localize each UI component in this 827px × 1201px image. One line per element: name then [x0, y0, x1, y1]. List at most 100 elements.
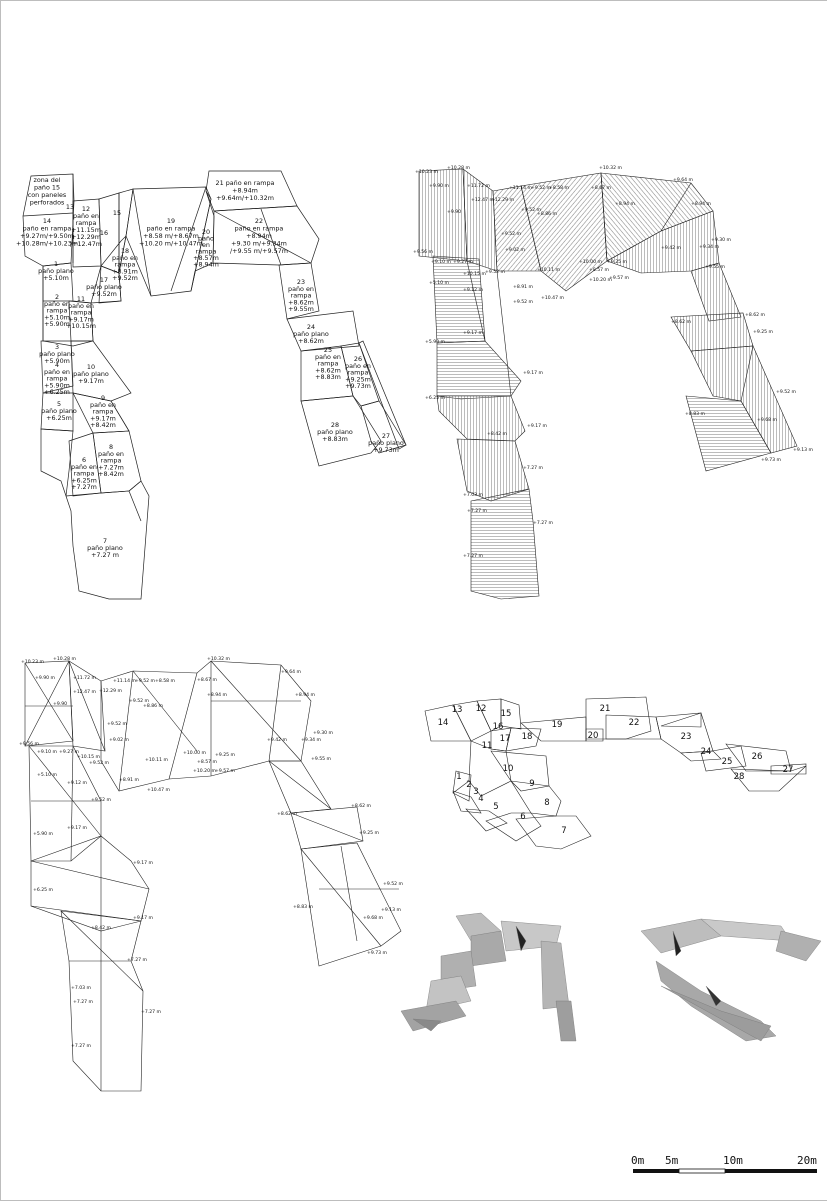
svg-text:+9.10 m: +9.10 m [431, 259, 452, 265]
zone-number: 23 [681, 732, 692, 742]
plan-hatched [418, 168, 798, 600]
svg-text:+8.58 m: +8.58 m [155, 678, 176, 684]
svg-text:+11.72 m: +11.72 m [73, 675, 96, 681]
zone-number: 14 [438, 718, 449, 728]
svg-text:+8.91 m: +8.91 m [119, 777, 140, 783]
svg-text:+7.27 m: +7.27 m [467, 508, 488, 514]
svg-text:+9.52 m: +9.52 m [776, 389, 797, 395]
svg-text:+9.34 m: +9.34 m [699, 244, 720, 250]
svg-text:+9.13 m: +9.13 m [381, 907, 402, 913]
svg-text:+7.03 m: +7.03 m [71, 985, 92, 991]
svg-text:+9.90: +9.90 [447, 209, 461, 215]
zone-number: 26 [752, 752, 763, 762]
svg-text:+6.25 m: +6.25 m [425, 395, 446, 401]
svg-text:+10.32 m: +10.32 m [599, 165, 622, 171]
svg-text:+10.32 m: +10.32 m [207, 656, 230, 662]
svg-text:+10.20 m: +10.20 m [193, 768, 216, 774]
svg-text:+8.83 m: +8.83 m [685, 411, 706, 417]
svg-text:+9.52 m: +9.52 m [531, 185, 552, 191]
svg-text:+9.52 m: +9.52 m [89, 760, 110, 766]
svg-text:+8.62 m: +8.62 m [351, 803, 372, 809]
svg-text:+9.57 m: +9.57 m [609, 275, 630, 281]
svg-text:+12.29 m: +12.29 m [99, 688, 122, 694]
scale-label-5: 5m [665, 1154, 679, 1167]
svg-text:+11.14 m: +11.14 m [509, 185, 532, 191]
scale-label-20: 20m [797, 1154, 817, 1167]
svg-text:+12.47 m: +12.47 m [73, 689, 96, 695]
zone-number: 19 [552, 720, 563, 730]
svg-text:+8.94 m: +8.94 m [207, 692, 228, 698]
zone-number: 3 [473, 787, 478, 797]
svg-text:+9.25 m: +9.25 m [215, 752, 236, 758]
zone-number: 8 [544, 798, 549, 808]
svg-text:+10.15 m: +10.15 m [77, 754, 100, 760]
svg-text:+10.47 m: +10.47 m [147, 787, 170, 793]
zone-number: 22 [629, 718, 640, 728]
svg-text:+8.86 m: +8.86 m [537, 211, 558, 217]
svg-text:+9.42 m: +9.42 m [661, 245, 682, 251]
svg-text:+8.94 m: +8.94 m [691, 201, 712, 207]
svg-text:+9.73 m: +9.73 m [761, 457, 782, 463]
svg-text:+9.64 m: +9.64 m [673, 177, 694, 183]
plan-hatched-levels: +10.23 m +10.28 m +9.90 m +11.72 m +12.4… [413, 165, 814, 559]
svg-text:+5.90 m: +5.90 m [33, 831, 54, 837]
svg-text:+10.11 m: +10.11 m [537, 267, 560, 273]
svg-text:+10.47 m: +10.47 m [541, 295, 564, 301]
zone-number: 4 [478, 794, 483, 804]
plan-triangulated [24, 660, 402, 1092]
zone-number: 24 [701, 747, 712, 757]
svg-text:+10.23 m: +10.23 m [415, 169, 438, 175]
svg-text:+10.00 m: +10.00 m [183, 750, 206, 756]
svg-text:+7.27 m: +7.27 m [127, 957, 148, 963]
zone-number: 9 [529, 779, 534, 789]
zone-label: 15 [113, 209, 121, 217]
svg-text:+8.94 m: +8.94 m [295, 692, 316, 698]
svg-text:+9.90 m: +9.90 m [35, 675, 56, 681]
svg-text:+9.17 m: +9.17 m [463, 330, 484, 336]
zone-number: 28 [734, 772, 745, 782]
svg-text:+10.23 m: +10.23 m [21, 659, 44, 665]
svg-text:+9.52 m: +9.52 m [383, 881, 404, 887]
svg-text:+8.83 m: +8.83 m [293, 904, 314, 910]
svg-text:+9.25 m: +9.25 m [359, 830, 380, 836]
svg-text:+6.25 m: +6.25 m [33, 887, 54, 893]
zone-number: 7 [561, 826, 566, 836]
svg-text:+7.27 m: +7.27 m [463, 553, 484, 559]
svg-text:+12.47 m: +12.47 m [471, 197, 494, 203]
svg-text:+10.15 m: +10.15 m [463, 271, 486, 277]
svg-text:+8.57 m: +8.57 m [589, 267, 610, 273]
axonometric-view-left [400, 912, 577, 1042]
svg-text:+9.52 m: +9.52 m [513, 299, 534, 305]
svg-text:+9.56 m: +9.56 m [413, 249, 434, 255]
zone-number: 2 [466, 780, 471, 790]
svg-text:+9.52 m: +9.52 m [521, 207, 542, 213]
scale-label-10: 10m [723, 1154, 743, 1167]
svg-text:+9.02 m: +9.02 m [109, 737, 130, 743]
svg-text:+10.28 m: +10.28 m [53, 656, 76, 662]
svg-text:+8.42 m: +8.42 m [487, 431, 508, 437]
svg-text:+9.30 m: +9.30 m [711, 237, 732, 243]
svg-text:+8.57 m: +8.57 m [197, 759, 218, 765]
svg-text:+5.90 m: +5.90 m [425, 339, 446, 345]
svg-text:+9.68 m: +9.68 m [363, 915, 384, 921]
svg-text:+8.62 m: +8.62 m [745, 312, 766, 318]
svg-text:+9.12 m: +9.12 m [67, 780, 88, 786]
svg-text:+9.25 m: +9.25 m [607, 259, 628, 265]
svg-text:+10.11 m: +10.11 m [145, 757, 168, 763]
svg-text:+12.29 m: +12.29 m [491, 197, 514, 203]
svg-text:+8.62 m: +8.62 m [277, 811, 298, 817]
plan-triangulated-levels: +10.23 m +10.28 m +9.90 m +11.72 m +12.4… [19, 656, 404, 1049]
